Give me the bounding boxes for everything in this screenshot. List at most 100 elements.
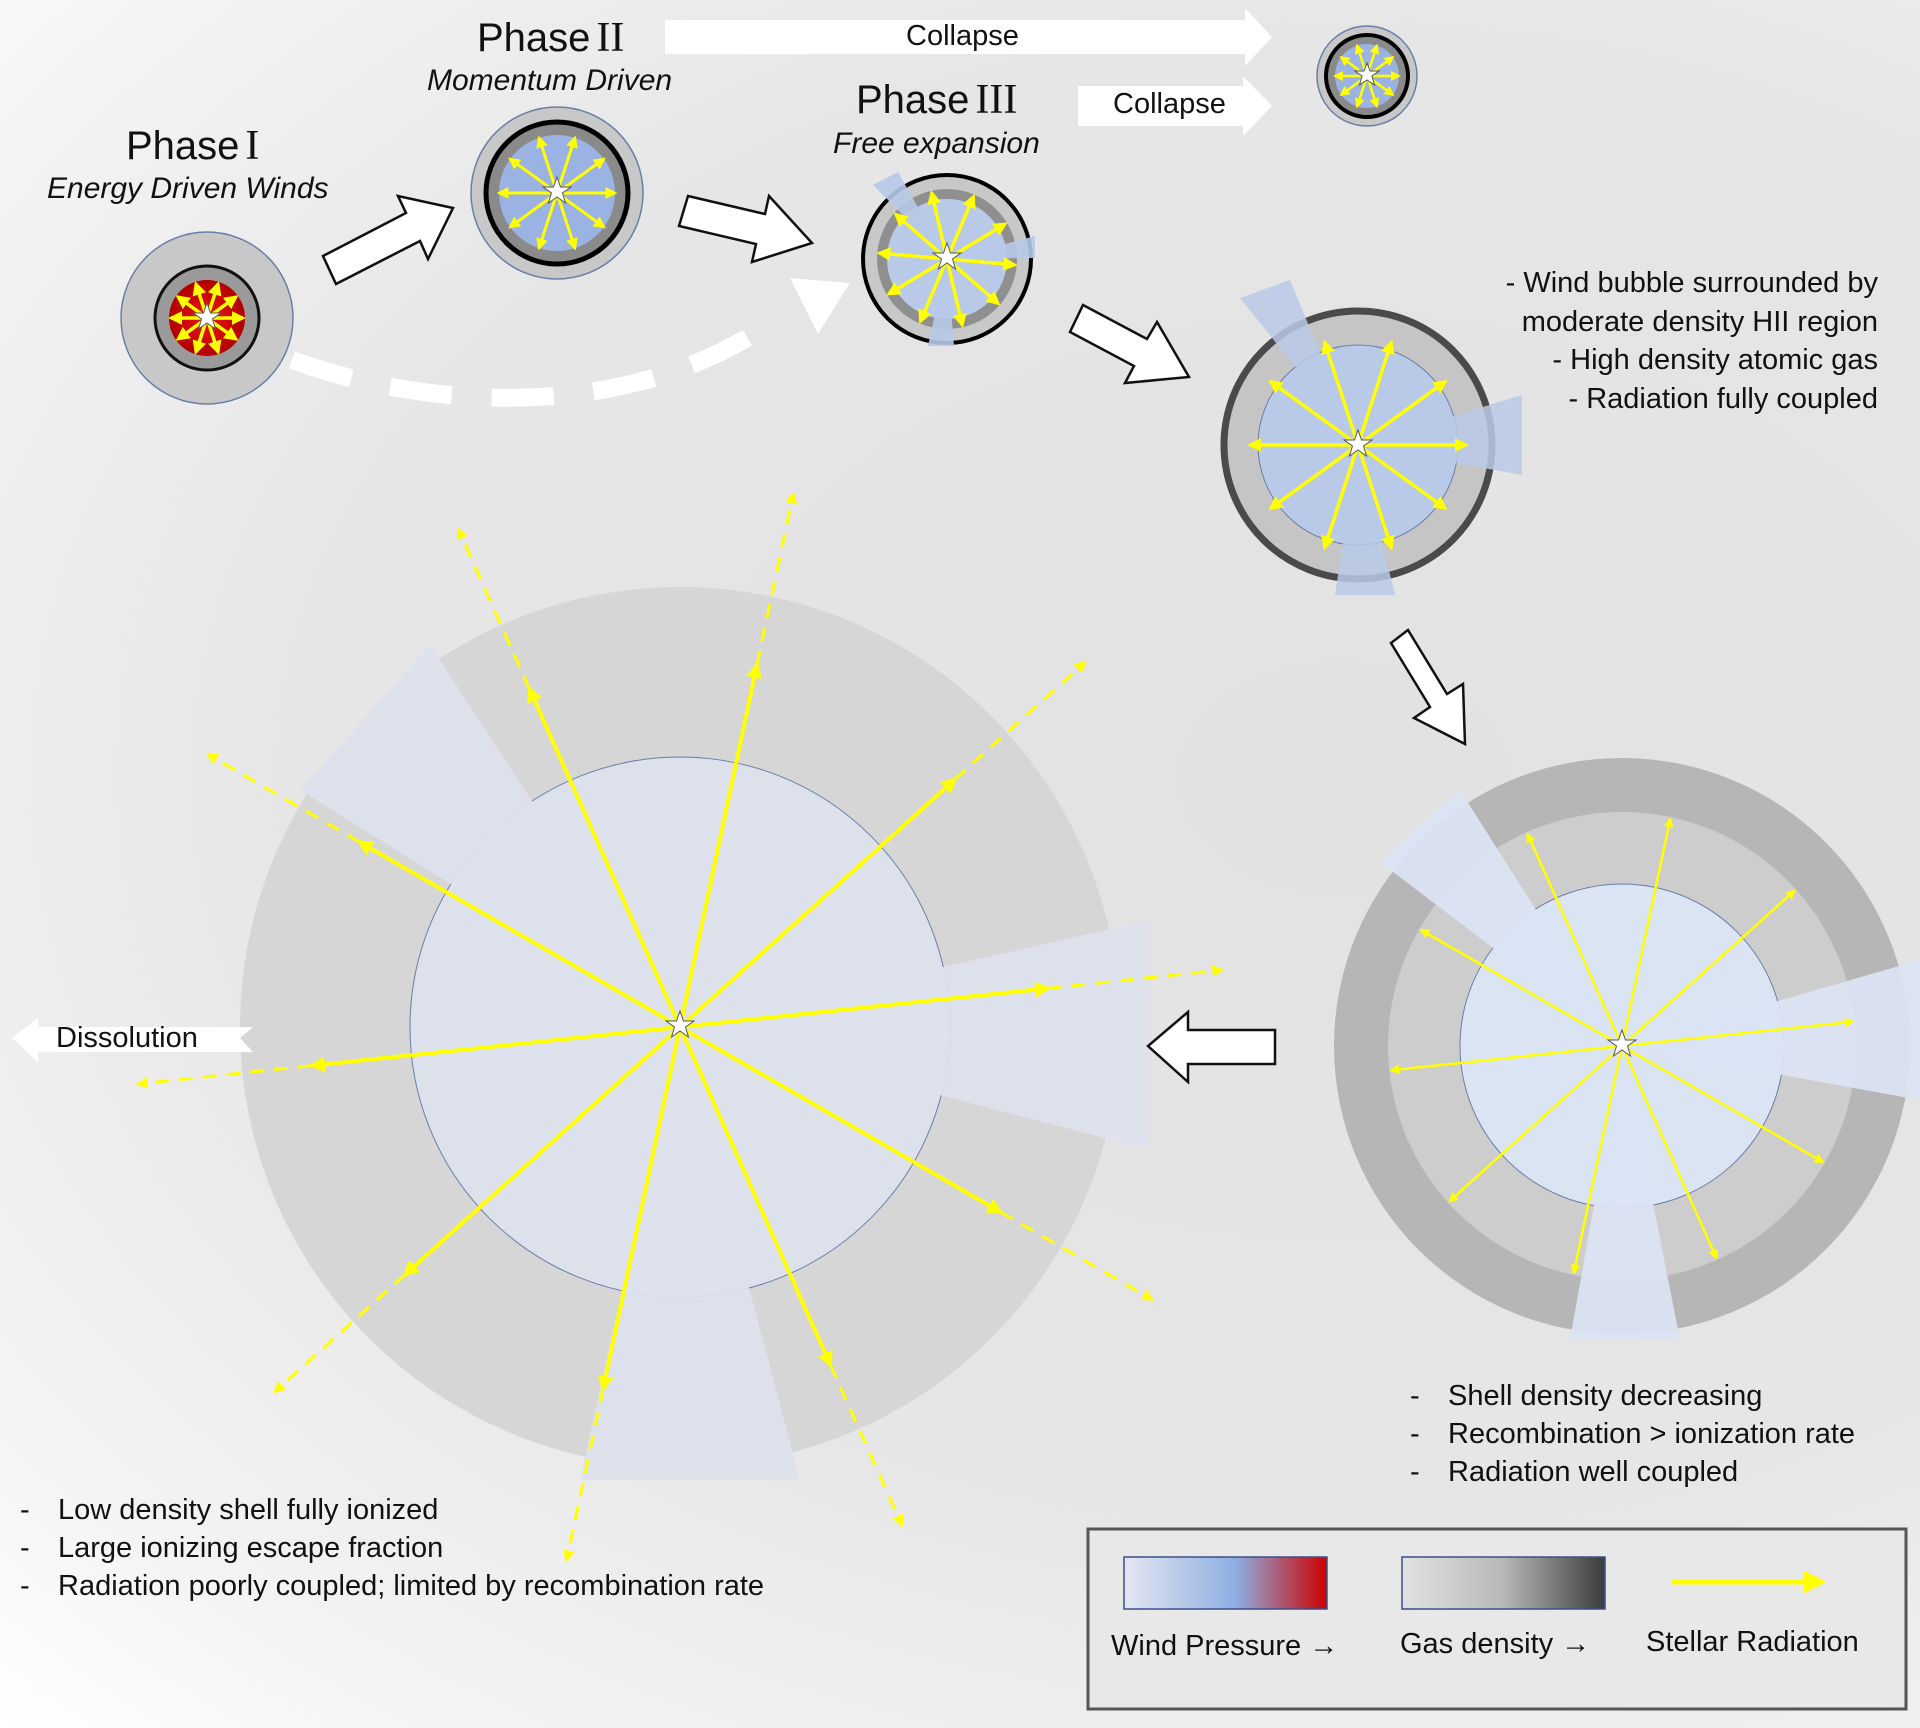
radiation-ray <box>945 193 976 260</box>
radiation-ray <box>1268 379 1360 447</box>
stage4-note-line: - High density atomic gas <box>1552 344 1878 376</box>
phase1-numeral: I <box>245 123 260 169</box>
radiation-ray-escape <box>135 1064 313 1089</box>
radiation-ray <box>1419 928 1623 1048</box>
stage6-note-text: Radiation poorly coupled; limited by rec… <box>58 1570 765 1602</box>
list-dash: - <box>20 1494 30 1526</box>
radiation-ray-escape <box>953 660 1087 781</box>
legend <box>1086 1527 1908 1711</box>
radiation-ray <box>1620 817 1674 1047</box>
collapsed-bubble <box>1316 25 1418 127</box>
phase2-star-icon <box>541 175 573 205</box>
list-dash: - <box>20 1532 30 1564</box>
radiation-ray <box>678 661 763 1028</box>
phase2-radiation-arrows <box>496 135 618 251</box>
radiation-ray <box>678 777 958 1029</box>
radiation-ray <box>678 1026 833 1368</box>
collapse-arrow-top <box>665 8 1272 66</box>
legend-gas-label: Gas density → <box>1400 1628 1591 1660</box>
radiation-ray <box>308 1025 681 1073</box>
radiation-ray <box>555 135 578 194</box>
stage4-note-line: - Radiation fully coupled <box>1568 382 1878 415</box>
stage6-bubble <box>135 491 1225 1563</box>
arrow-stage4-to-stage5 <box>1389 628 1467 747</box>
radiation-ray <box>402 1025 682 1277</box>
dissolution-arrow <box>12 1018 253 1062</box>
legend-wind-swatch <box>1123 1556 1328 1610</box>
radiation-ray-escape <box>456 526 531 690</box>
stage4-notes: - Wind bubble surrounded by moderate den… <box>1506 264 1878 418</box>
radiation-ray <box>508 191 558 229</box>
stage6-star-icon <box>664 1009 696 1039</box>
phase1-bubble <box>120 231 294 405</box>
collapsed-star-icon <box>1353 61 1381 87</box>
stage6-note-text: Large ionizing escape fraction <box>58 1532 444 1564</box>
stage4-bubble <box>1220 280 1522 595</box>
collapse-arrow-mid <box>1078 76 1272 136</box>
stage6-radiation-arrows <box>135 491 1225 1563</box>
stage4-note-line: - Wind bubble surrounded by <box>1505 267 1878 299</box>
list-dash: - <box>1410 1456 1420 1488</box>
arrow-phase3-to-stage4 <box>1068 303 1192 385</box>
radiation-ray <box>536 135 559 194</box>
stage6-notes: -Low density shell fully ionized -Large … <box>20 1491 764 1605</box>
list-dash: - <box>1410 1380 1420 1412</box>
radiation-ray <box>556 191 606 229</box>
radiation-ray <box>918 258 949 325</box>
radiation-ray-escape <box>1047 965 1225 990</box>
dashed-path-phase1-to-phase3 <box>288 322 765 407</box>
radiation-ray <box>679 981 1052 1029</box>
radiation-ray <box>1526 832 1624 1047</box>
stage5-note-text: Recombination > ionization rate <box>1448 1418 1856 1450</box>
arrow-phase1-to-phase2 <box>321 194 455 286</box>
radiation-ray <box>1356 443 1448 511</box>
phase3-star-icon <box>931 241 963 271</box>
legend-radiation-label: Stellar Radiation <box>1646 1626 1859 1658</box>
phase3-subtitle: Free expansion <box>833 127 1040 160</box>
radiation-ray <box>1621 1044 1825 1164</box>
radiation-ray <box>1621 889 1796 1047</box>
radiation-ray <box>356 840 681 1029</box>
stage6-note-text: Low density shell fully ionized <box>58 1494 439 1526</box>
radiation-ray <box>927 190 949 260</box>
radiation-ray <box>1321 444 1360 551</box>
radiation-ray <box>536 192 559 251</box>
phase1-subtitle: Energy Driven Winds <box>47 172 329 205</box>
collapse-label-top: Collapse <box>906 20 1019 52</box>
radiation-ray <box>1356 444 1395 551</box>
radiation-ray <box>1356 339 1395 446</box>
radiation-ray <box>945 258 967 328</box>
radiation-ray <box>1389 1044 1623 1075</box>
stage5-bubble <box>1334 758 1920 1340</box>
stage5-note-text: Radiation well coupled <box>1448 1456 1739 1488</box>
radiation-ray <box>876 247 948 262</box>
radiation-ray <box>1321 339 1360 446</box>
stage6-note-item: -Large ionizing escape fraction <box>20 1529 764 1567</box>
arrow-stage5-to-stage6 <box>1146 1009 1277 1085</box>
phase3-numeral: III <box>975 77 1018 123</box>
radiation-ray <box>1448 1045 1623 1203</box>
radiation-ray <box>1356 379 1448 447</box>
radiation-ray <box>893 212 949 261</box>
dashed-path-arrowhead <box>790 278 850 334</box>
collapse-label-mid: Collapse <box>1113 88 1226 120</box>
phase1-star-icon <box>191 301 223 331</box>
radiation-ray-escape <box>273 1273 407 1394</box>
dissolution-label: Dissolution <box>56 1022 198 1054</box>
stage4-radiation-arrows <box>1247 339 1469 551</box>
arrow-phase2-to-phase3 <box>677 193 815 264</box>
phase1-word: Phase <box>126 124 240 168</box>
phase3-radiation-arrows <box>876 190 1018 328</box>
stage5-notes: -Shell density decreasing -Recombination… <box>1410 1377 1855 1491</box>
list-dash: - <box>1410 1418 1420 1450</box>
radiation-ray-escape <box>999 1210 1155 1301</box>
radiation-ray <box>1620 1045 1718 1260</box>
stage4-star-icon <box>1342 428 1374 458</box>
radiation-ray-escape <box>562 1388 605 1563</box>
list-dash: - <box>20 1570 30 1602</box>
stage5-note-item: -Shell density decreasing <box>1410 1377 1855 1415</box>
phase3-word: Phase <box>856 78 970 122</box>
stage5-note-item: -Radiation well coupled <box>1410 1453 1855 1491</box>
